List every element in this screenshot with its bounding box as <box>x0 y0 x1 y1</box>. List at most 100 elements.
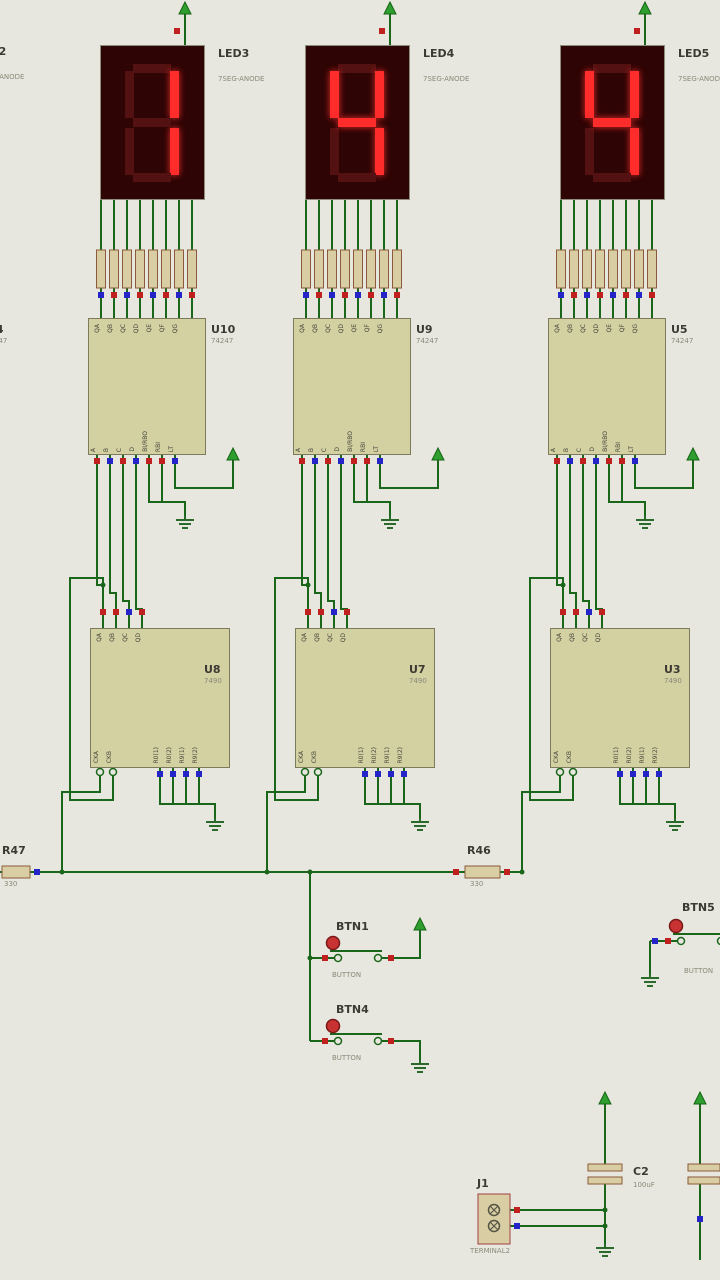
segment-a <box>593 64 631 73</box>
resistor-r47[interactable] <box>1 865 40 879</box>
pin-label: CKB <box>566 750 573 763</box>
button-part: BUTTON <box>684 967 714 975</box>
button-ref: BTN5 <box>682 901 715 914</box>
segment-f <box>125 71 134 118</box>
counter-part: 7490 <box>664 677 682 685</box>
capacitor-c2[interactable] <box>587 1163 623 1185</box>
button-part: BUTTON <box>332 971 362 979</box>
clock-bus <box>0 869 522 875</box>
segment-e <box>125 128 134 175</box>
decoder-ref: U4 <box>0 323 4 336</box>
display-ref: LED2 <box>0 45 7 58</box>
button-part: BUTTON <box>332 1054 362 1062</box>
display-part: 7SEG-ANODE <box>0 73 25 81</box>
segment-b <box>630 71 639 118</box>
counter-ref: U7 <box>409 663 426 676</box>
seven-segment-display-led4[interactable] <box>305 45 410 200</box>
button-btn5[interactable] <box>640 918 720 987</box>
display-part: 7SEG-ANODE <box>678 75 720 83</box>
ic-74247-u9[interactable] <box>293 318 411 455</box>
segment-g <box>593 118 631 127</box>
segment-b <box>170 71 179 118</box>
segment-f <box>330 71 339 118</box>
capacitor-value: 100uF <box>633 1181 655 1189</box>
capacitor-right-partial[interactable] <box>687 1163 720 1222</box>
segment-b <box>375 71 384 118</box>
pin-state-icon <box>652 938 658 944</box>
pin-state-icon <box>514 1223 520 1229</box>
counter-reset-pins: R0(1)R0(2)R9(1)R9(2) <box>358 725 411 764</box>
decoder-ref: U5 <box>671 323 688 336</box>
ic-7490-u3[interactable] <box>550 628 690 768</box>
display-ref: LED4 <box>423 47 455 60</box>
resistor-value: 330 <box>470 880 484 888</box>
pin-label: QD <box>340 633 347 643</box>
segment-c <box>375 128 384 175</box>
segment-e <box>585 128 594 175</box>
decoder-part: 74247 <box>0 337 8 345</box>
pin-label: QD <box>135 633 142 643</box>
button-btn4[interactable] <box>321 1018 395 1046</box>
segment-g <box>338 118 376 127</box>
segment-a <box>338 64 376 73</box>
resistor-ref: R46 <box>467 844 491 857</box>
display-part: 7SEG-ANODE <box>218 75 265 83</box>
counter-reset-pins: R0(1)R0(2)R9(1)R9(2) <box>153 725 206 764</box>
pin-label: QG <box>172 324 179 334</box>
counter-reset-pins: R0(1)R0(2)R9(1)R9(2) <box>613 725 666 764</box>
segment-c <box>630 128 639 175</box>
wire-junction <box>307 955 313 961</box>
display-ref: LED5 <box>678 47 710 60</box>
segment-d <box>593 173 631 182</box>
ic-74247-u5[interactable] <box>548 318 666 455</box>
seven-segment-display-led5[interactable] <box>560 45 665 200</box>
seven-segment-display-led3[interactable] <box>100 45 205 200</box>
ic-74247-u10[interactable] <box>88 318 206 455</box>
supply-section-wires <box>510 1091 707 1260</box>
connector-ref: J1 <box>477 1177 489 1190</box>
pin-state-icon <box>34 869 40 875</box>
pin-label: R9(2) <box>192 746 199 764</box>
pin-label: LT <box>168 445 175 452</box>
pin-label: LT <box>628 445 635 452</box>
button-btn1[interactable] <box>321 935 395 963</box>
display-part: 7SEG-ANODE <box>423 75 470 83</box>
segment-f <box>585 71 594 118</box>
segment-a <box>133 64 171 73</box>
ic-7490-u8[interactable] <box>90 628 230 768</box>
resistor-ref: R47 <box>2 844 26 857</box>
decoder-part: 74247 <box>671 337 694 345</box>
terminal-j1[interactable] <box>477 1193 520 1245</box>
pin-state-icon <box>514 1207 520 1213</box>
pin-label: QG <box>377 324 384 334</box>
counter-ref: U8 <box>204 663 221 676</box>
resistor-value: 330 <box>4 880 18 888</box>
segment-g <box>133 118 171 127</box>
capacitor-ref: C2 <box>633 1165 649 1178</box>
wire-junction <box>602 1207 608 1213</box>
counter-part: 7490 <box>204 677 222 685</box>
ic-7490-u7[interactable] <box>295 628 435 768</box>
pin-label: QG <box>632 324 639 334</box>
button-ref: BTN4 <box>336 1003 369 1016</box>
pin-label: LT <box>373 445 380 452</box>
connector-part: TERMINAL2 <box>470 1247 511 1255</box>
display-ref: LED3 <box>218 47 250 60</box>
pin-label: CKB <box>311 750 318 763</box>
pin-label: QD <box>595 633 602 643</box>
pin-label: CKB <box>106 750 113 763</box>
counter-ref: U3 <box>664 663 681 676</box>
resistor-r46[interactable] <box>453 865 510 879</box>
counter-part: 7490 <box>409 677 427 685</box>
decoder-ref: U10 <box>211 323 236 336</box>
